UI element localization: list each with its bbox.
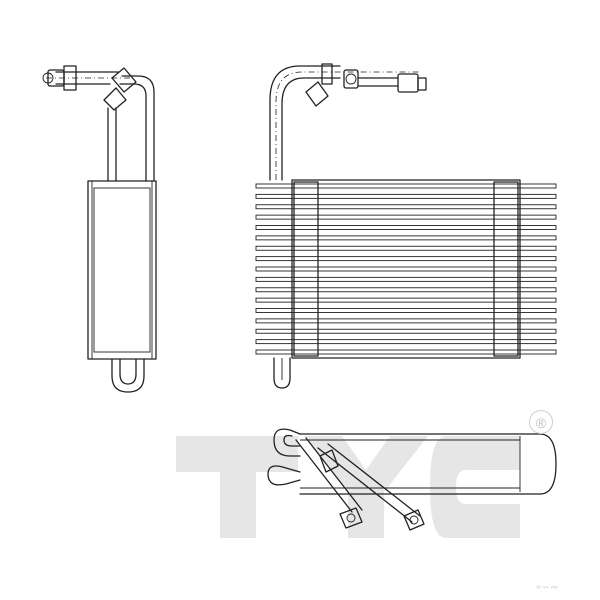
fin-plate bbox=[255, 318, 557, 324]
fin-plate bbox=[255, 297, 557, 303]
corner-watermark: ≈∽∾ bbox=[534, 582, 561, 592]
fin-plate bbox=[255, 245, 557, 251]
fin-plate bbox=[255, 287, 557, 293]
front-view bbox=[255, 63, 557, 389]
registered-mark: ® bbox=[529, 410, 553, 434]
fin-plate bbox=[255, 193, 557, 199]
fin-plate bbox=[255, 266, 557, 272]
fin-plate bbox=[255, 204, 557, 210]
fin-plate bbox=[255, 183, 557, 189]
tyc-watermark-logo bbox=[176, 436, 520, 538]
fin-plate bbox=[255, 235, 557, 241]
fin-plate bbox=[255, 256, 557, 262]
fin-plate bbox=[255, 308, 557, 313]
top-view bbox=[267, 428, 557, 531]
fin-plate bbox=[255, 339, 557, 345]
side-view bbox=[42, 65, 157, 393]
fin-plate bbox=[255, 328, 557, 334]
fin-plate bbox=[255, 349, 557, 355]
fin-plate bbox=[255, 225, 557, 230]
fin-plate bbox=[255, 276, 557, 282]
fin-plate bbox=[255, 214, 557, 220]
